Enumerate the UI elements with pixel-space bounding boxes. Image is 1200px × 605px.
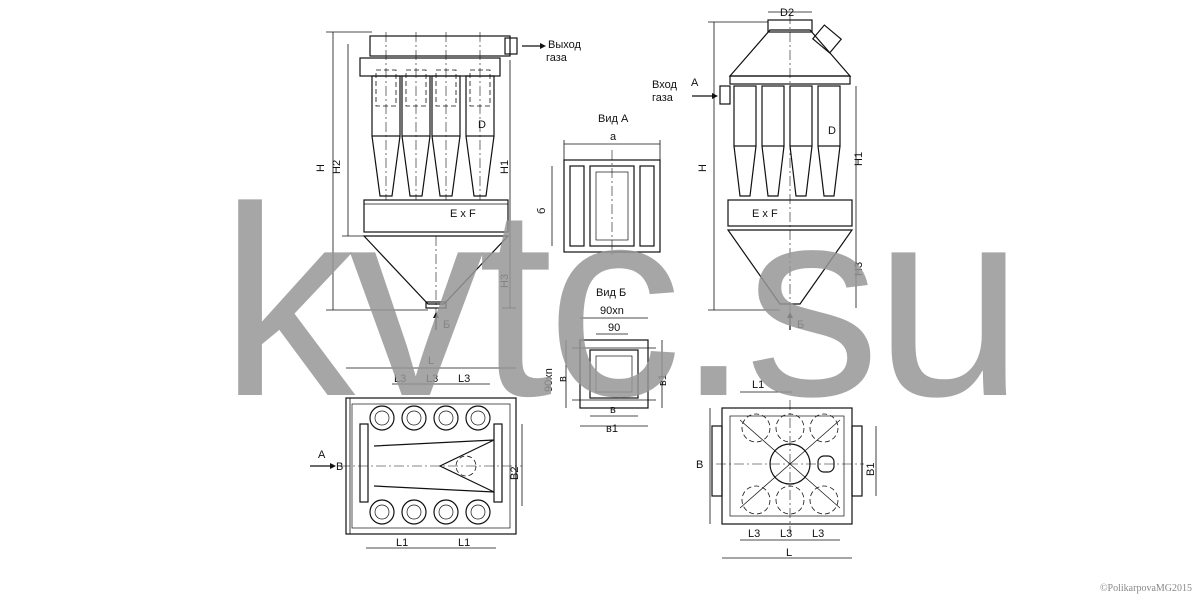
l3-right-1: L3 [748,528,760,540]
view-b-title: Вид Б [596,287,626,299]
v1-dim-label-bottom: в1 [606,423,618,435]
b-dim-label: б [536,208,548,214]
h-dim-label-left: H [315,164,327,172]
b-arrow-label-left: Б [443,319,450,331]
gas-out-label-1: Выход [548,39,581,51]
view-b: Вид Б 90xn 90 в в1 90xn в в1 [543,287,669,435]
left-plan: L L3 L3 L3 L1 L1 B2 B A [310,355,523,549]
right-plan: L1 L3 L3 L3 L B B1 [696,379,877,559]
b-dim-label-right-plan: B [696,459,703,471]
n90-side-label: 90xn [543,368,555,392]
copyright-text: ©PolikarpovaMG2015 [1099,583,1192,594]
gas-in-label-2: газа [652,92,674,104]
v1-side-label: в1 [657,374,669,386]
a-arrow-label-left: A [318,449,326,461]
l-dim-label-left-plan: L [428,355,434,367]
a-arrow-label-right: A [691,77,699,89]
l1-dim-label-right-plan: L1 [752,379,764,391]
d-dim-label-left: D [478,119,486,131]
h3-dim-label-right: H3 [853,262,865,276]
h1-dim-label-right: H1 [853,152,865,166]
b-arrow-label-right: Б [797,319,804,331]
right-elevation: Вход газа A D2 E x F H H1 H3 D Б [652,7,865,331]
l-dim-label-right-plan: L [786,547,792,559]
a-dim-label: a [610,131,617,143]
l3-right-3: L3 [812,528,824,540]
gas-in-label-1: Вход [652,79,677,91]
h1-dim-label-left: H1 [499,160,511,174]
l3-label-1: L3 [394,373,406,385]
l1-label-left-plan-1: L1 [396,537,408,549]
b-dim-label-left-plan: B [336,461,343,473]
exf-label-left: E x F [450,208,476,220]
exf-label-right: E x F [752,208,778,220]
gas-out-label-2: газа [546,52,568,64]
v-side-label: в [557,376,569,382]
h-dim-label-right: H [697,164,709,172]
d-dim-label-right: D [828,125,836,137]
b1-dim-label: B1 [865,463,877,476]
h2-dim-label: H2 [331,160,343,174]
l1-label-left-plan-2: L1 [458,537,470,549]
l3-right-2: L3 [780,528,792,540]
view-a-title: Вид А [598,113,629,125]
l3-label-3: L3 [458,373,470,385]
watermark-text: kvtc.su [220,152,1024,453]
view-a: Вид А a б [536,113,661,258]
b2-dim-label: B2 [509,467,521,480]
d90-dim-label: 90 [608,322,620,334]
l3-label-2: L3 [426,373,438,385]
v-dim-label-bottom: в [610,404,616,416]
left-elevation: Выход газа E x F H H2 H1 H3 D Б [315,31,581,331]
d2-dim-label: D2 [780,7,794,19]
n90-dim-label: 90xn [600,305,624,317]
h3-dim-label-left: H3 [499,274,511,288]
